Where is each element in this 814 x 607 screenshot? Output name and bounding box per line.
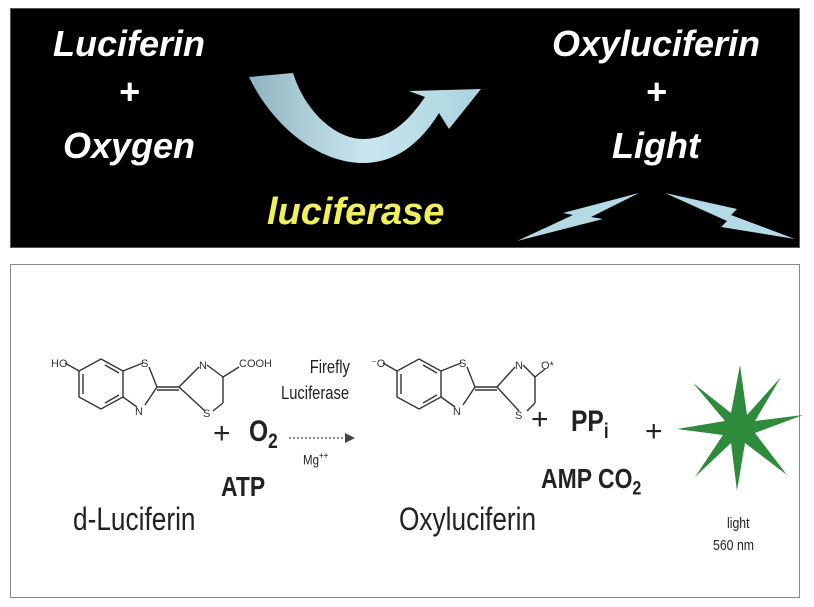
atom-cooh: COOH xyxy=(239,358,271,370)
oxyluciferin-structure: ⁻O S N N S O* xyxy=(371,358,555,422)
plus-sign-right: + xyxy=(645,71,667,112)
atom-n-ring2: N xyxy=(199,360,207,372)
atp-label: ATP xyxy=(221,471,266,502)
plus-sign-left: + xyxy=(118,71,140,112)
cofactor-mg: Mg++ xyxy=(303,451,329,468)
product-oxyluciferin: Oxyluciferin xyxy=(551,23,761,64)
enzyme-firefly: Firefly xyxy=(309,357,350,377)
oxygen-o2: O2 xyxy=(249,415,278,453)
d-luciferin-label: d-Luciferin xyxy=(73,501,196,537)
atom-n-oxy-ring2: N xyxy=(515,360,523,372)
atom-o-minus: ⁻O xyxy=(371,358,386,370)
reactant-oxygen: Oxygen xyxy=(62,125,196,166)
light-wavelength: 560 nm xyxy=(713,537,755,554)
lightning-bolt-left-icon xyxy=(517,193,639,241)
d-luciferin-structure: HO S N N S COOH xyxy=(51,358,271,420)
atom-s-ring2: S xyxy=(203,408,210,420)
reaction-arrow-icon xyxy=(289,433,355,443)
atom-ho: HO xyxy=(51,358,68,370)
enzyme-luciferase: luciferase xyxy=(267,191,445,233)
oxyluciferin-label: Oxyluciferin xyxy=(399,501,537,537)
atom-s-oxy-ring1: S xyxy=(459,358,466,370)
bottom-reaction-panel: HO S N N S COOH d-Luciferin + O2 ATP Fir… xyxy=(10,264,803,598)
plus-sign-2: + xyxy=(531,403,549,436)
amp-co2-label: AMP CO2 xyxy=(541,463,642,500)
pyrophosphate-ppi: PPi xyxy=(571,405,609,443)
lightning-bolt-right-icon xyxy=(665,193,795,239)
light-star-icon xyxy=(677,365,803,491)
atom-s-oxy-ring2: S xyxy=(515,410,522,422)
atom-s-ring1: S xyxy=(141,358,148,370)
atom-o-star: O* xyxy=(541,360,555,372)
atom-n-oxy-ring1: N xyxy=(453,406,461,418)
plus-sign-1: + xyxy=(213,417,231,450)
plus-sign-3: + xyxy=(645,415,663,448)
curved-reaction-arrow-icon xyxy=(249,73,481,163)
top-reaction-panel: Luciferin + Oxygen Oxyluciferin + Light … xyxy=(10,8,800,248)
enzyme-luciferase-label: Luciferase xyxy=(281,383,350,403)
atom-n-ring1: N xyxy=(135,406,143,418)
product-light: Light xyxy=(612,125,700,166)
light-label: light xyxy=(727,515,750,532)
reactant-luciferin: Luciferin xyxy=(52,23,205,64)
